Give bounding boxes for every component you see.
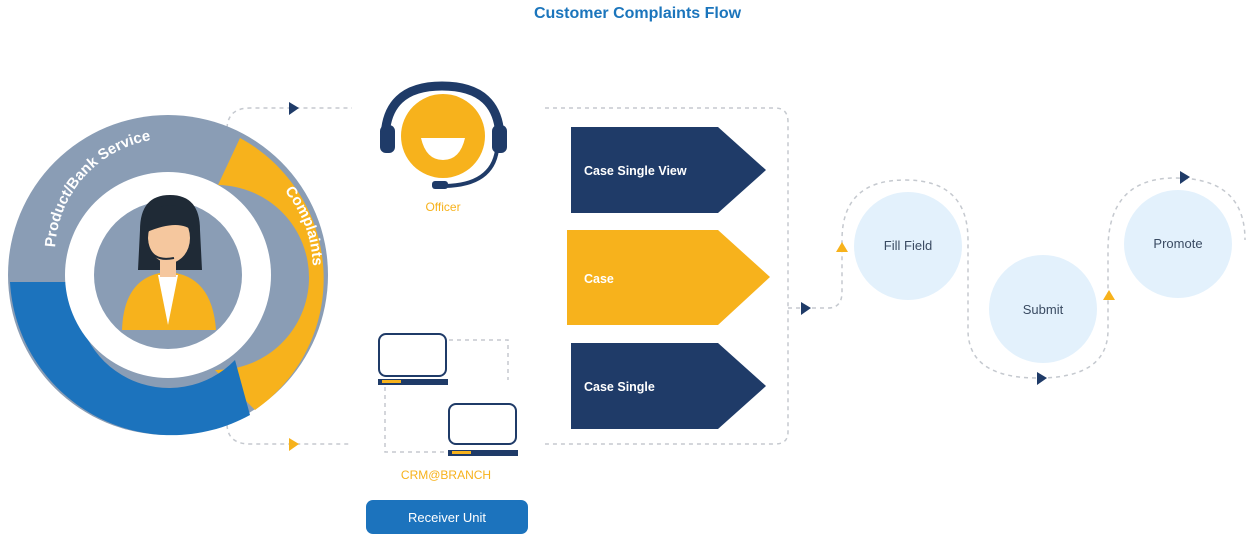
crm-computers-icon	[378, 333, 518, 456]
submit-label: Submit	[1022, 302, 1064, 317]
officer-label: Officer	[425, 200, 461, 214]
officer-icon	[380, 81, 507, 189]
case-single-label: Case Single	[584, 380, 655, 394]
svg-text:Customer: Customer	[127, 454, 203, 477]
arrow-icon	[289, 438, 299, 451]
case-single-view-label: Case Single View	[584, 164, 687, 178]
ring-customer-segment	[10, 282, 250, 436]
arrow-icon	[801, 302, 811, 315]
arrow-icon	[1180, 171, 1190, 184]
arrow-icon	[836, 242, 848, 252]
receiver-unit-button[interactable]: Receiver Unit	[366, 500, 528, 534]
case-label: Case	[584, 272, 614, 286]
arrow-icon	[1103, 290, 1115, 300]
arrow-icon	[1037, 372, 1047, 385]
case-arrow	[567, 230, 770, 325]
case-single-view-arrow	[571, 127, 766, 213]
fill-field-label: Fill Field	[883, 238, 933, 253]
page-title: Customer Complaints Flow	[533, 5, 742, 22]
ring-complaints-segment	[215, 138, 324, 410]
promote-label: Promote	[1153, 236, 1203, 251]
submit-node	[989, 255, 1097, 363]
promote-node	[1124, 190, 1232, 298]
customer-avatar-icon	[122, 195, 216, 330]
case-single-arrow	[571, 343, 766, 429]
ring-customer-label: Customer	[127, 454, 203, 477]
arrow-icon	[289, 102, 299, 115]
crm-label: CRM@BRANCH	[400, 468, 492, 482]
fill-field-node	[854, 192, 962, 300]
